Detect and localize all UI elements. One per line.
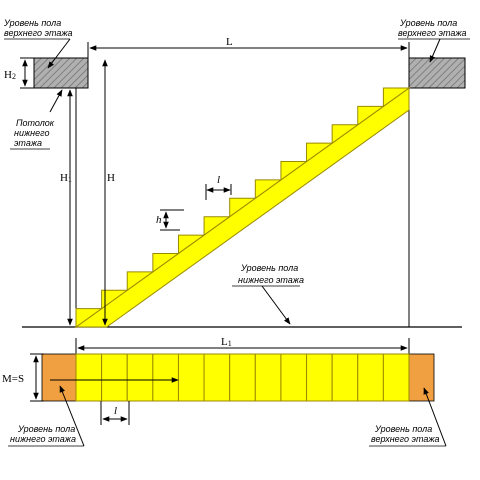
plan-landing-upper: [408, 353, 435, 402]
stair-step: [177, 234, 206, 255]
label-upper-floor-right-line1: Уровень пола: [399, 18, 457, 28]
stair-step: [357, 105, 385, 126]
leader-ceiling: [49, 89, 63, 113]
leader-lower-floor: [261, 285, 291, 325]
label-ceiling-line1: Потолок: [16, 118, 55, 128]
plan-step: [331, 353, 359, 402]
plan-step: [229, 353, 256, 402]
label-lower-floor-line2: нижнего этажа: [238, 275, 304, 285]
staircase-side-view: [74, 87, 411, 328]
stair-step: [280, 161, 309, 181]
stair-step: [126, 271, 155, 292]
leader-upper-floor-right: [429, 38, 441, 63]
stair-step: [203, 216, 232, 237]
plan-step: [203, 353, 231, 402]
plan-step: [357, 353, 384, 402]
dim-label-h: h: [156, 214, 162, 226]
label-plan-lower-line2: нижнего этажа: [10, 434, 76, 444]
label-upper-floor-left-line2: верхнего этажа: [4, 28, 73, 38]
plan-landing-lower: [41, 353, 77, 402]
dim-label-l-plan: l: [114, 405, 117, 417]
stair-step: [152, 252, 181, 273]
dim-label-H1: H1: [60, 172, 72, 184]
label-plan-upper-line1: Уровень пола: [374, 424, 432, 434]
upper-slab-right: [408, 57, 466, 89]
plan-step: [177, 353, 205, 402]
leader-plan-upper: [423, 387, 447, 447]
label-lower-floor-line1: Уровень пола: [240, 263, 298, 273]
plan-step: [306, 353, 333, 402]
upper-slab-left: [33, 57, 89, 89]
plan-step: [254, 353, 282, 402]
stair-step: [101, 289, 129, 310]
stair-step: [382, 87, 411, 108]
stair-step: [229, 197, 257, 218]
leader-plan-lower: [59, 385, 85, 447]
label-upper-floor-left-line1: Уровень пола: [3, 18, 61, 28]
stair-step: [306, 142, 334, 163]
plan-step: [75, 353, 103, 402]
label-upper-floor-right-line2: верхнего этажа: [398, 28, 467, 38]
dim-label-L1: L1: [221, 336, 232, 348]
plan-step: [382, 353, 410, 402]
stair-step: [254, 179, 283, 200]
dim-label-H: H: [107, 172, 115, 184]
plan-step: [280, 353, 308, 402]
plan-step: [126, 353, 154, 402]
dim-label-L: L: [226, 36, 233, 48]
plan-step: [101, 353, 128, 402]
leader-upper-floor-left: [47, 38, 71, 69]
plan-step: [152, 353, 179, 402]
dim-label-MS: M=S: [2, 373, 24, 385]
label-plan-upper-line2: верхнего этажа: [371, 434, 440, 444]
stair-step: [75, 308, 104, 328]
label-ceiling-line3: этажа: [14, 138, 42, 148]
label-ceiling-line2: нижнего: [14, 128, 49, 138]
staircase-plan-view: [75, 353, 410, 402]
stair-step: [331, 124, 360, 145]
label-plan-lower-line1: Уровень пола: [17, 424, 75, 434]
dim-label-H2: H2: [4, 69, 16, 81]
dim-label-l: l: [217, 174, 220, 186]
